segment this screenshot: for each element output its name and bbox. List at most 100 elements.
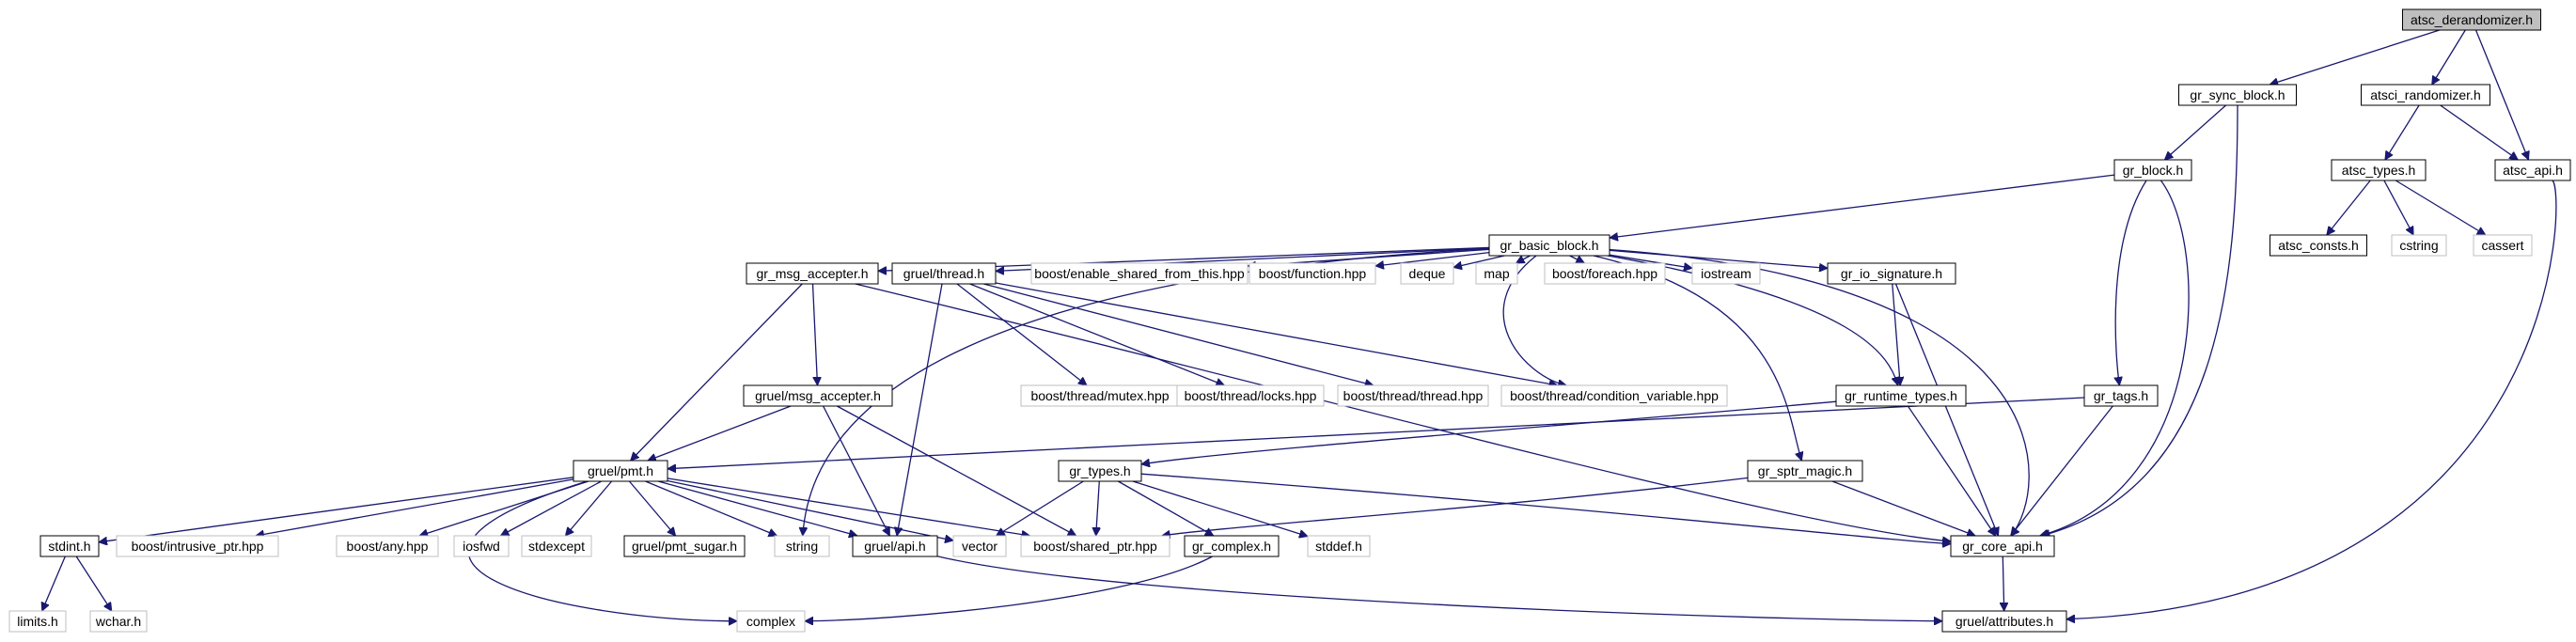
node-iosfwd: iosfwd: [453, 535, 510, 557]
node-box: [952, 535, 1007, 557]
node-box: [774, 535, 830, 557]
node-label: stdint.h: [48, 539, 90, 554]
node-label: gruel/attributes.h: [1956, 614, 2053, 629]
node-box: [1500, 384, 1728, 407]
node-box: [2494, 159, 2571, 181]
node-atsc-api[interactable]: atsc_api.h: [2494, 159, 2571, 181]
node-deque: deque: [1400, 262, 1454, 285]
edge-gruel_thread-to-boost_condvar: [995, 282, 1558, 385]
node-box: [1400, 262, 1454, 285]
edge-gruel_thread-to-boost_locks: [969, 283, 1225, 385]
node-gr-complex[interactable]: gr_complex.h: [1184, 535, 1280, 557]
node-gruel-api[interactable]: gruel/api.h: [852, 535, 938, 557]
node-gruel-msg-accepter[interactable]: gruel/msg_accepter.h: [743, 384, 893, 407]
node-box: [1950, 535, 2055, 557]
node-gruel-thread[interactable]: gruel/thread.h: [891, 262, 997, 285]
node-stdint[interactable]: stdint.h: [39, 535, 100, 557]
node-box: [573, 460, 668, 482]
node-label: cstring: [2399, 238, 2438, 253]
node-label: gruel/msg_accepter.h: [755, 388, 881, 403]
edge-gruel_pmt-to-gruel_api: [657, 480, 857, 536]
node-gruel-pmt-sugar[interactable]: gruel/pmt_sugar.h: [623, 535, 746, 557]
edge-gr_io_signature-to-gr_core_api: [1894, 283, 1999, 536]
edge-atsc_derandomizer-to-atsci_randomizer: [2431, 29, 2466, 85]
edge-gruel_api-to-gruel_attributes: [936, 556, 1942, 621]
node-box: [2178, 84, 2297, 106]
node-label: gruel/pmt_sugar.h: [632, 539, 737, 554]
node-box: [746, 262, 879, 285]
node-gr-block[interactable]: gr_block.h: [2113, 159, 2192, 181]
edge-atsc_derandomizer-to-gr_sync_block: [2270, 29, 2440, 85]
node-box: [521, 535, 592, 557]
edge-atsc_types-to-cassert: [2395, 180, 2486, 236]
node-label: gr_tags.h: [2094, 388, 2148, 403]
node-label: gruel/thread.h: [903, 266, 984, 281]
node-label: boost/intrusive_ptr.hpp: [132, 539, 264, 554]
node-label: atsc_api.h: [2503, 163, 2563, 178]
node-box: [2113, 159, 2192, 181]
node-box: [89, 610, 148, 633]
node-cstring: cstring: [2391, 234, 2447, 257]
node-atsc-derandomizer[interactable]: atsc_derandomizer.h: [2402, 8, 2541, 31]
node-atsc-types[interactable]: atsc_types.h: [2331, 159, 2427, 181]
node-gr-runtime-types[interactable]: gr_runtime_types.h: [1835, 384, 1967, 407]
node-boost-shared-ptr: boost/shared_ptr.hpp: [1020, 535, 1170, 557]
node-box: [2270, 234, 2367, 257]
edge-gr_runtime_types-to-gr_types: [1141, 400, 1837, 464]
node-gr-io-signature[interactable]: gr_io_signature.h: [1827, 262, 1956, 285]
edge-gr_basic_block-to-gr_core_api: [1609, 248, 2030, 537]
edge-gr_sptr_magic-to-boost_shared_ptr: [1162, 477, 1749, 536]
edge-gr_block-to-gr_tags: [2115, 180, 2147, 385]
edge-gruel_msg_accepter-to-gruel_api: [823, 405, 890, 536]
node-box: [1030, 262, 1249, 285]
node-boost-mutex: boost/thread/mutex.hpp: [1020, 384, 1180, 407]
edge-gr_msg_accepter-to-gruel_pmt: [631, 283, 803, 461]
node-box: [736, 610, 806, 633]
node-label: map: [1484, 266, 1509, 281]
node-gruel-attributes[interactable]: gruel/attributes.h: [1941, 610, 2067, 633]
node-box: [1691, 262, 1761, 285]
node-cassert: cassert: [2473, 234, 2533, 257]
edge-gruel_pmt-to-gruel_pmt_sugar: [628, 480, 675, 536]
node-box: [336, 535, 439, 557]
node-stddef: stddef.h: [1307, 535, 1371, 557]
node-box: [1307, 535, 1371, 557]
node-box: [1184, 535, 1280, 557]
edge-gr_types-to-gr_complex: [1117, 480, 1214, 537]
node-label: gr_runtime_types.h: [1845, 388, 1957, 403]
edge-gruel_msg_accepter-to-boost_shared_ptr: [836, 405, 1076, 537]
node-atsci-randomizer[interactable]: atsci_randomizer.h: [2361, 84, 2490, 106]
node-box: [1176, 384, 1325, 407]
node-box: [2083, 384, 2159, 407]
node-label: boost/enable_shared_from_this.hpp: [1034, 266, 1245, 281]
edge-gr_tags-to-gr_core_api: [2011, 405, 2113, 536]
edge-gr_sync_block-to-gr_core_api: [2042, 104, 2238, 536]
node-gruel-pmt[interactable]: gruel/pmt.h: [573, 460, 668, 482]
node-gr-sptr-magic[interactable]: gr_sptr_magic.h: [1747, 460, 1863, 482]
node-label: boost/thread/condition_variable.hpp: [1510, 388, 1719, 403]
node-gr-msg-accepter[interactable]: gr_msg_accepter.h: [746, 262, 879, 285]
node-wchar: wchar.h: [89, 610, 148, 633]
node-atsc-consts[interactable]: atsc_consts.h: [2270, 234, 2367, 257]
node-label: limits.h: [17, 614, 58, 629]
node-box: [1941, 610, 2067, 633]
node-gr-tags[interactable]: gr_tags.h: [2083, 384, 2159, 407]
node-box: [1827, 262, 1956, 285]
node-label: atsci_randomizer.h: [2370, 87, 2481, 102]
edge-gr_basic_block-to-iostream: [1609, 254, 1692, 268]
node-label: complex: [746, 614, 795, 629]
node-label: atsc_types.h: [2342, 163, 2416, 178]
node-label: boost/thread/mutex.hpp: [1030, 388, 1169, 403]
node-gr-basic-block[interactable]: gr_basic_block.h: [1488, 234, 1610, 257]
edge-atsc_derandomizer-to-atsc_api: [2474, 29, 2529, 160]
node-label: iosfwd: [463, 539, 500, 554]
node-boost-intrusive: boost/intrusive_ptr.hpp: [116, 535, 279, 557]
edge-gr_types-to-boost_shared_ptr: [1096, 480, 1100, 536]
node-gr-core-api[interactable]: gr_core_api.h: [1950, 535, 2055, 557]
edge-gr_types-to-stddef: [1132, 480, 1308, 537]
edge-gruel_pmt-to-vector: [667, 479, 953, 541]
node-box: [1747, 460, 1863, 482]
node-gr-sync-block[interactable]: gr_sync_block.h: [2178, 84, 2297, 106]
node-gr-types[interactable]: gr_types.h: [1058, 460, 1142, 482]
